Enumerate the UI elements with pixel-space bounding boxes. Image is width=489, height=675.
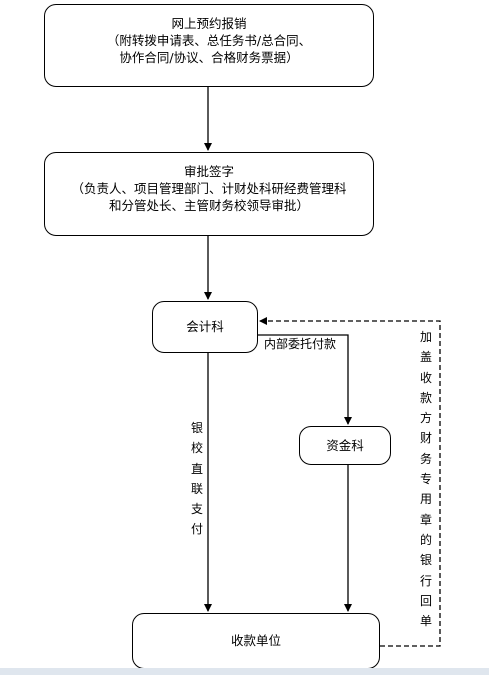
label-internal-transfer: 内部委托付款	[264, 337, 337, 351]
bottom-rule	[0, 668, 489, 675]
node-accounting-title: 会计科	[186, 319, 224, 334]
node-approval-line2: （负责人、项目管理部门、计财处科研经费管理科	[71, 181, 347, 196]
arrow-accounting-to-funds	[258, 334, 352, 425]
node-funds: 资金科	[299, 426, 391, 465]
label-bank-direct-pay: 银校直联支付	[190, 421, 203, 537]
arrow-payee-to-accounting-dashed	[259, 317, 441, 647]
node-online-booking-line3: 协作合同/协议、合格财务票据）	[119, 50, 299, 65]
node-approval-line3: 和分管处长、主管财务校领导审批）	[108, 198, 309, 213]
node-online-booking-line2: （附转拨申请表、总任务书/总合同、	[106, 33, 312, 48]
node-online-booking: 网上预约报销 （附转拨申请表、总任务书/总合同、 协作合同/协议、合格财务票据）	[44, 4, 374, 87]
node-online-booking-title: 网上预约报销	[171, 16, 247, 31]
node-approval: 审批签字 （负责人、项目管理部门、计财处科研经费管理科 和分管处长、主管财务校领…	[44, 152, 374, 236]
node-payee: 收款单位	[132, 613, 380, 669]
node-accounting: 会计科	[152, 301, 258, 353]
node-funds-title: 资金科	[326, 438, 364, 453]
label-stamp-return: 加盖收款方财务专用章的银行回单	[419, 330, 432, 629]
node-approval-title: 审批签字	[183, 164, 234, 179]
node-payee-title: 收款单位	[230, 633, 281, 648]
